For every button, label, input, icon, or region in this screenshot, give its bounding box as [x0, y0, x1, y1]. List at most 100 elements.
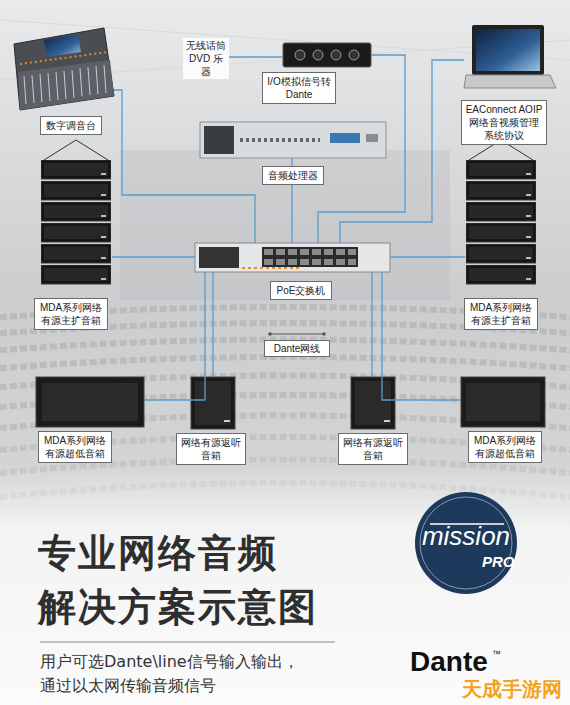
dante-cable	[382, 272, 460, 400]
faders	[24, 65, 106, 104]
io-body	[283, 43, 371, 67]
dante-cable	[112, 256, 195, 257]
auditorium-seats	[0, 307, 570, 498]
dante-cable	[145, 272, 205, 400]
device-node: 音频处理器	[200, 122, 386, 158]
xlr-port	[313, 50, 323, 60]
device-name: 网络有源返听音箱	[180, 436, 242, 462]
device-name: 数字调音台	[44, 119, 98, 132]
array-cabinet	[466, 265, 536, 284]
laptop-screen	[476, 29, 540, 71]
array-cabinet	[466, 223, 536, 242]
device-node: MDA系列网络有源主扩音箱	[465, 158, 537, 288]
device-label: MDA系列网络有源主扩音箱	[34, 298, 108, 330]
sub-cabinet	[461, 377, 545, 427]
switch-body	[195, 243, 390, 272]
laptop-lid	[472, 25, 544, 75]
device-label: EAConnect AOIP网络音视频管理系统协议	[461, 100, 547, 145]
io-box	[283, 43, 371, 67]
device-label: 网络有源返听音箱	[338, 433, 408, 465]
xlr-port	[331, 50, 341, 60]
array-cabinet	[41, 223, 111, 242]
device-name: I/O模拟信号转 Dante	[266, 75, 332, 101]
device-name: MDA系列网络有源超低音箱	[472, 434, 538, 460]
cable-end	[322, 332, 326, 336]
logo-text: mission	[416, 521, 516, 552]
cable-sample	[270, 333, 324, 334]
poe-switch	[195, 243, 390, 272]
monitor-logo	[384, 420, 390, 422]
device-name: 无线话筒 DVD 乐器	[185, 39, 227, 78]
monitor-right	[351, 377, 395, 429]
audio-processor	[200, 122, 386, 158]
line-array-left	[41, 140, 111, 284]
array-cabinet	[41, 244, 111, 263]
dante-cable	[114, 90, 255, 243]
device-label: 网络有源返听音箱	[176, 433, 246, 465]
array-cabinet	[466, 160, 536, 179]
monitor-logo	[224, 420, 230, 422]
device-label: MDA系列网络有源超低音箱	[468, 431, 542, 463]
fader-bank	[18, 60, 114, 110]
array-cabinet	[41, 160, 111, 179]
mission-pro-logo	[415, 492, 517, 594]
device-node: I/O模拟信号转 Dante	[283, 43, 371, 67]
legend-text: Dante网线	[264, 340, 330, 357]
subwoofer-right	[461, 377, 545, 427]
monitor-grille	[195, 381, 231, 425]
device-name: PoE交换机	[274, 284, 328, 297]
processor-panel	[204, 126, 234, 154]
sub-grille	[42, 383, 138, 421]
device-node: 网络有源返听音箱	[350, 376, 396, 430]
legend-sample	[262, 328, 332, 340]
array-cabinet	[41, 265, 111, 284]
array-cabinet	[41, 181, 111, 200]
device-label: 音频处理器	[262, 166, 324, 185]
legend-item: Dante网线	[262, 328, 332, 357]
device-name: MDA系列网络有源超低音箱	[42, 434, 108, 460]
device-node: 无线话筒 DVD 乐器	[183, 38, 229, 78]
processor-buttons	[240, 138, 320, 142]
watermark: 天成手游网	[462, 676, 568, 703]
device-node: PoE交换机	[195, 243, 390, 272]
device-node: MDA系列网络有源主扩音箱	[40, 158, 112, 288]
status-leds	[242, 267, 300, 269]
port-block	[262, 247, 358, 267]
xlr-port	[295, 50, 305, 60]
device-node: 数字调音台	[12, 28, 114, 110]
rigging	[44, 140, 108, 160]
array-cabinet	[466, 202, 536, 221]
console-knobs	[20, 52, 108, 64]
device-name: MDA系列网络有源主扩音箱	[468, 301, 534, 327]
brand-logo: ™	[492, 649, 506, 659]
monitor-cabinet	[191, 377, 235, 429]
dante-cable	[229, 56, 283, 57]
mixing-console	[14, 28, 114, 110]
cable-end	[268, 332, 272, 336]
switch-badge	[199, 247, 239, 268]
array-cabinet	[466, 244, 536, 263]
sub-grille	[466, 383, 540, 421]
diagram-caption: 用户可选Dante\line信号输入输出， 通过以太网传输音频信号	[40, 650, 340, 698]
device-label: 数字调音台	[40, 116, 102, 135]
line-array-right	[466, 140, 536, 284]
device-node: MDA系列网络有源超低音箱	[460, 376, 546, 428]
device-node: 网络有源返听音箱	[190, 376, 236, 430]
device-label: MDA系列网络有源超低音箱	[38, 431, 112, 463]
laptop	[464, 25, 556, 88]
processor-body	[200, 122, 386, 158]
device-name: 网络音视频管理系统协议	[465, 116, 543, 142]
device-label: I/O模拟信号转 Dante	[262, 72, 336, 104]
stage-area	[120, 150, 450, 300]
dante-cable	[340, 60, 464, 243]
logo-text: PRO	[482, 553, 522, 570]
console-screen	[44, 34, 81, 57]
console-body	[14, 28, 114, 110]
diagram-title: 专业网络音频 解决方案示意图	[38, 526, 358, 634]
array-cabinet	[41, 202, 111, 221]
monitor-grille	[355, 381, 391, 425]
monitor-left	[191, 377, 235, 429]
device-name: 音频处理器	[266, 169, 320, 182]
ethernet-ports	[264, 252, 356, 262]
sub-cabinet	[36, 377, 144, 427]
